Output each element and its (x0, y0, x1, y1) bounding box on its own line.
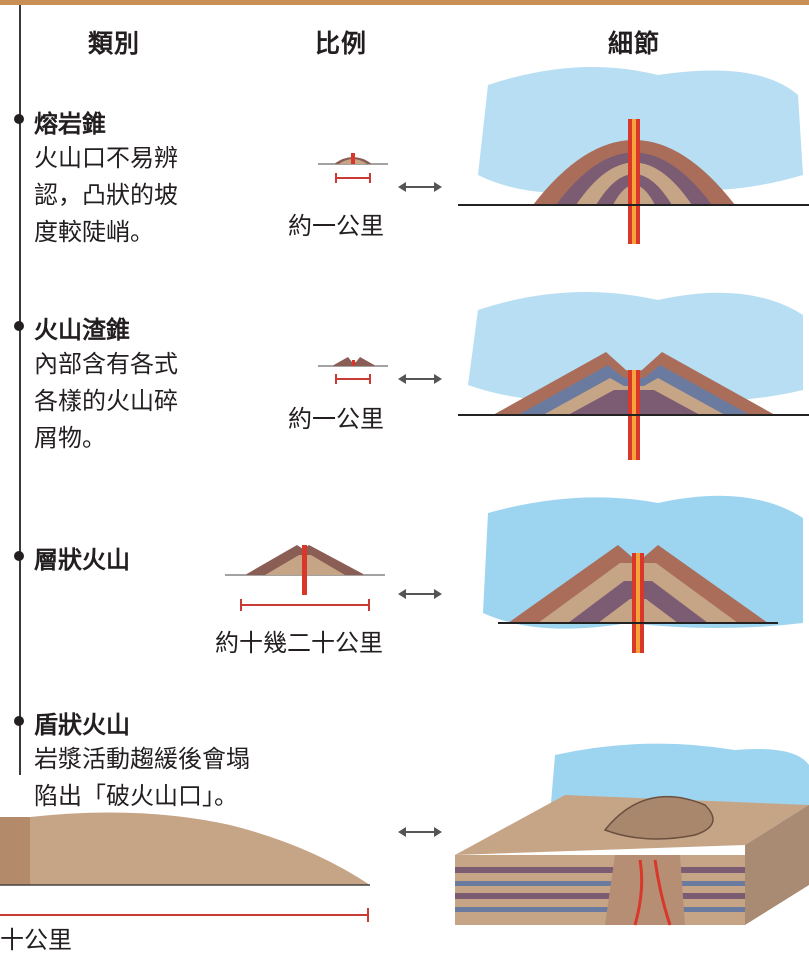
double-arrow-icon (398, 589, 442, 599)
double-arrow-icon (398, 374, 442, 384)
item-desc-cinder-cone: 內部含有各式 各樣的火山碎 屑物。 (34, 350, 178, 452)
scale-label-cinder-cone: 約一公里 (288, 405, 384, 433)
top-accent-bar (0, 0, 809, 5)
timeline-dot (14, 321, 24, 331)
lava-cone-detail-figure (458, 67, 809, 244)
item-title-stratovolcano: 層狀火山 (34, 546, 130, 574)
header-type: 類別 (88, 29, 141, 58)
timeline-dot (14, 716, 24, 726)
item-desc-shield-volcano: 岩漿活動趨緩後會塌 陷出「破火山口」。 (34, 745, 250, 810)
double-arrow-icon (398, 827, 442, 837)
scale-label-shield-volcano: 十公里 (0, 926, 72, 954)
scale-label-stratovolcano: 約十幾二十公里 (215, 629, 383, 657)
timeline-dot (14, 114, 24, 124)
lava-cone-scale-icon (318, 153, 388, 183)
stratovolcano-detail-figure (483, 495, 803, 653)
item-title-lava-cone: 熔岩錐 (34, 110, 106, 138)
shield-volcano-scale-icon (0, 812, 370, 922)
header-detail: 細節 (608, 29, 661, 58)
timeline-dot (14, 551, 24, 561)
cinder-cone-detail-figure (458, 292, 809, 460)
item-title-shield-volcano: 盾狀火山 (34, 711, 130, 739)
double-arrow-icon (398, 182, 442, 192)
cinder-cone-scale-icon (318, 357, 388, 384)
timeline-line (19, 5, 21, 775)
scale-label-lava-cone: 約一公里 (288, 212, 384, 240)
shield-volcano-detail-figure (455, 743, 809, 926)
stratovolcano-scale-icon (225, 545, 385, 611)
item-title-cinder-cone: 火山渣錐 (34, 316, 130, 344)
header-scale: 比例 (315, 29, 368, 58)
item-desc-lava-cone: 火山口不易辨 認，凸狀的坡 度較陡峭。 (34, 144, 178, 246)
